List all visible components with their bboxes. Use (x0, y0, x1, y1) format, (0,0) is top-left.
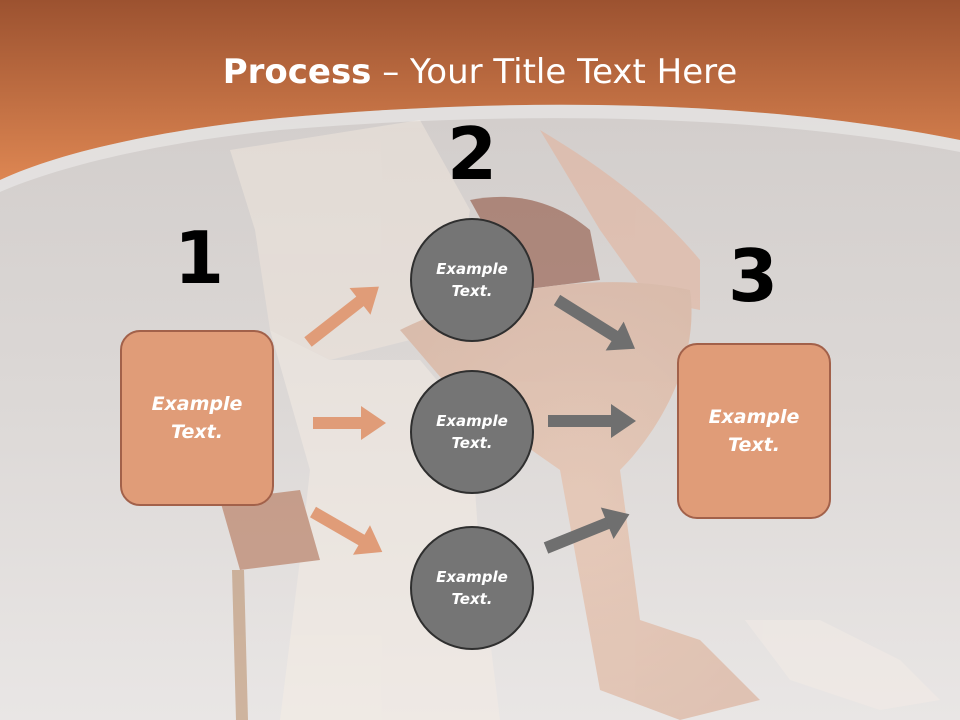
right-text-box: Example Text. (677, 343, 831, 519)
step-number-2: 2 (446, 112, 498, 196)
arrow-right-icon (553, 294, 636, 351)
circle-bottom-line1: Example (436, 567, 508, 586)
step-number-1: 1 (173, 216, 225, 300)
circle-middle-line2: Text. (451, 434, 493, 452)
arrow-right-icon (548, 404, 636, 438)
left-text-box: Example Text. (120, 330, 274, 506)
circle-top-line2: Text. (451, 282, 493, 300)
title-bold: Process (222, 52, 372, 92)
circle-top: Example Text. (410, 218, 534, 342)
circle-bottom-line2: Text. (451, 590, 493, 608)
arrow-right-icon (543, 507, 630, 554)
circle-middle-line1: Example (436, 411, 508, 430)
header-band (0, 0, 960, 180)
step-number-3: 3 (727, 234, 779, 318)
arrow-right-icon (313, 406, 386, 440)
orange-arrows (304, 286, 386, 555)
gray-arrows (543, 294, 636, 554)
circle-middle: Example Text. (410, 370, 534, 494)
circle-top-line1: Example (436, 259, 508, 278)
right-box-line2: Text. (728, 434, 780, 456)
circle-bottom: Example Text. (410, 526, 534, 650)
arrow-right-icon (310, 506, 383, 555)
slide-title: Process – Your Title Text Here (0, 52, 960, 92)
arrow-right-icon (304, 286, 379, 347)
right-box-line1: Example (708, 405, 800, 428)
left-box-line1: Example (151, 392, 243, 415)
title-rest: – Your Title Text Here (371, 52, 738, 92)
header-light-stripe (0, 104, 960, 192)
left-box-line2: Text. (171, 421, 223, 443)
